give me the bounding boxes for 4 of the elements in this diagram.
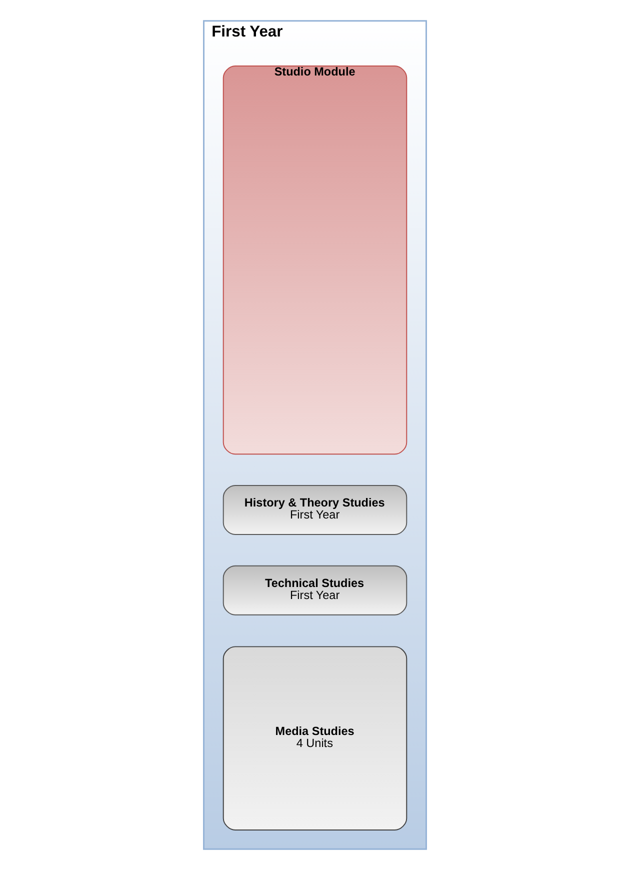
node-box: History & Theory Studies First Year xyxy=(222,484,408,535)
node-box: Studio Module xyxy=(222,66,408,455)
node-box: Technical Studies First Year xyxy=(222,565,408,616)
node-box: Media Studies 4 Units xyxy=(222,646,408,830)
